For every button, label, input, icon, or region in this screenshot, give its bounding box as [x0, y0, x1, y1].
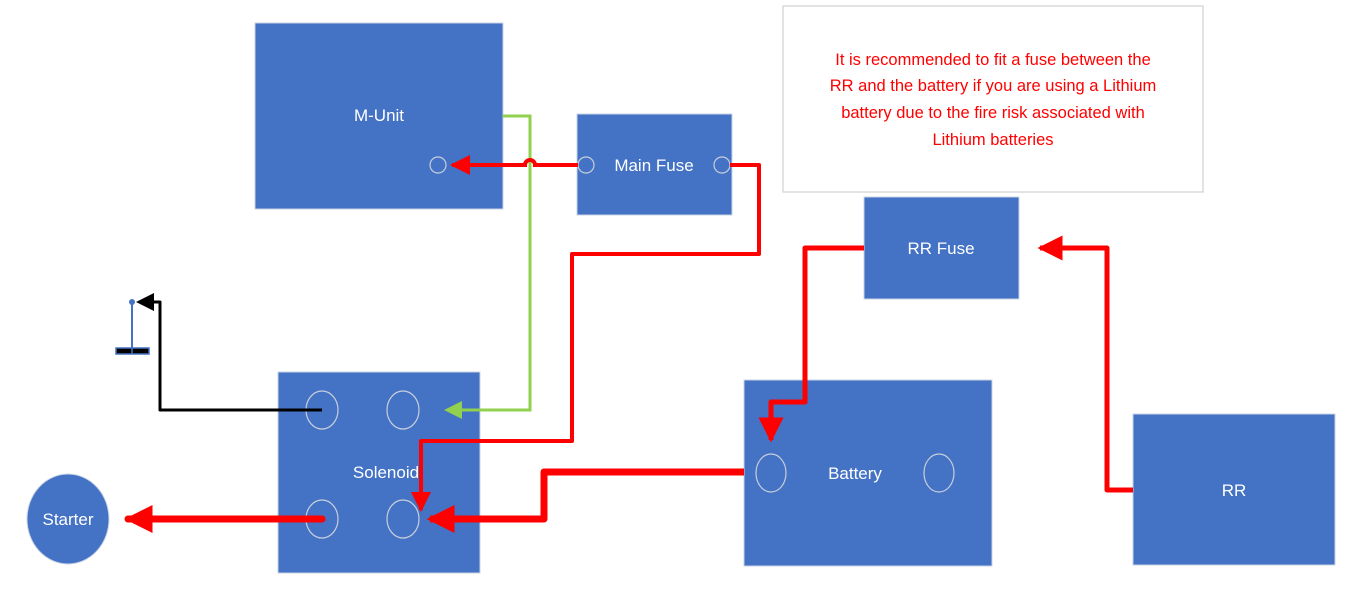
main-fuse-label: Main Fuse	[614, 156, 693, 175]
wire-solenoid-to-ground	[136, 293, 322, 412]
wire-rrfuse-to-battery	[758, 245, 864, 443]
note-line-1: It is recommended to fit a fuse between …	[835, 51, 1151, 69]
solenoid-terminal-bottom-right[interactable]	[386, 499, 420, 539]
battery-terminal-negative[interactable]	[923, 453, 955, 493]
wire-munit-to-solenoid	[444, 114, 532, 419]
ground-symbol	[115, 299, 150, 355]
wire-mainfuse-to-munit	[450, 155, 578, 175]
rr-fuse-label: RR Fuse	[907, 239, 974, 258]
starter-block[interactable]: Starter	[26, 473, 110, 565]
solenoid-block[interactable]: Solenoid	[277, 371, 481, 574]
m-unit-block[interactable]: M-Unit	[254, 22, 504, 210]
battery-label: Battery	[828, 464, 882, 483]
starter-label: Starter	[42, 510, 93, 529]
note-line-3: battery due to the fire risk associated …	[841, 104, 1145, 122]
wire-battery-to-solenoid	[426, 468, 744, 533]
lithium-warning-note: It is recommended to fit a fuse between …	[782, 5, 1204, 193]
rr-block[interactable]: RR	[1132, 413, 1336, 566]
note-line-4: Lithium batteries	[932, 131, 1053, 149]
battery-block[interactable]: Battery	[743, 379, 993, 567]
solenoid-terminal-top-right[interactable]	[386, 390, 420, 430]
m-unit-terminal[interactable]	[429, 156, 447, 174]
main-fuse-block[interactable]: Main Fuse	[576, 113, 733, 216]
wire-rr-to-rrfuse	[1037, 235, 1133, 493]
note-line-2: RR and the battery if you are using a Li…	[830, 77, 1157, 95]
rr-label: RR	[1222, 481, 1247, 500]
m-unit-label: M-Unit	[354, 106, 404, 125]
rr-fuse-block[interactable]: RR Fuse	[863, 196, 1020, 300]
solenoid-label: Solenoid	[353, 463, 419, 482]
wire-mainfuse-to-solenoid	[411, 163, 761, 512]
note-box	[782, 5, 1204, 193]
battery-terminal-positive[interactable]	[755, 453, 787, 493]
